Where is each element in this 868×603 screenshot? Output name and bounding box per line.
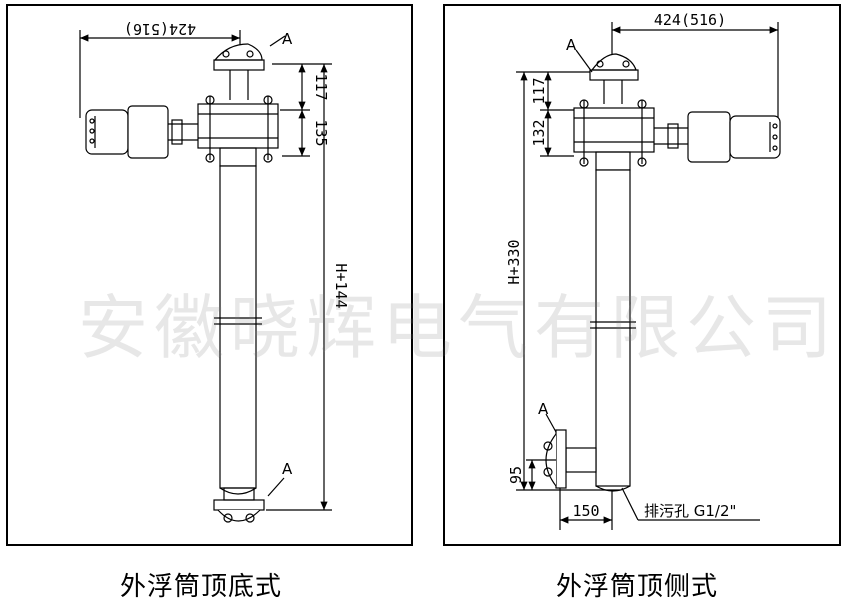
- left-vertical-dimensions: [266, 63, 332, 511]
- right-drawing-frame: [443, 4, 841, 546]
- right-dim-offset: 150: [572, 502, 599, 520]
- left-drawing: [79, 30, 332, 523]
- right-width-label: 424(516): [654, 11, 726, 29]
- left-top-cap: [213, 35, 286, 100]
- right-drain-label: 排污孔 G1/2": [644, 502, 736, 520]
- left-flange-block: [197, 95, 279, 167]
- right-drawing: [516, 22, 781, 530]
- watermark: 安徽晓辉电气有限公司: [78, 287, 838, 369]
- left-drawing-frame: [6, 4, 413, 546]
- right-caption: 外浮筒顶侧式: [556, 572, 719, 602]
- right-transmitter-head: [654, 111, 781, 163]
- right-dim-flange: 132: [530, 119, 548, 146]
- left-width-dimension: [79, 30, 241, 118]
- right-top-cap: [575, 49, 639, 104]
- left-marker-bottom: A: [282, 460, 293, 478]
- left-dim-flange: 135: [312, 119, 330, 146]
- right-dim-top: 117: [530, 77, 548, 104]
- right-dim-side: 95: [507, 466, 525, 484]
- left-float-tube: [214, 165, 262, 495]
- left-transmitter-head: [85, 105, 198, 159]
- left-caption: 外浮筒顶底式: [120, 572, 283, 602]
- right-dim-total: H+330: [505, 239, 523, 284]
- right-side-outlet: [543, 413, 597, 489]
- right-float-tube: [590, 169, 636, 492]
- left-marker-top: A: [282, 30, 293, 48]
- right-width-dimension: [611, 22, 779, 120]
- left-bottom-cap: [213, 477, 285, 523]
- right-vertical-dimensions: [516, 71, 760, 530]
- right-marker-bottom: A: [538, 400, 549, 418]
- right-flange-block: [573, 99, 655, 171]
- left-width-label: 424(516): [124, 20, 196, 38]
- left-dim-top: 117: [312, 73, 330, 100]
- right-marker-top: A: [566, 36, 577, 54]
- left-dim-total: H+144: [332, 263, 350, 308]
